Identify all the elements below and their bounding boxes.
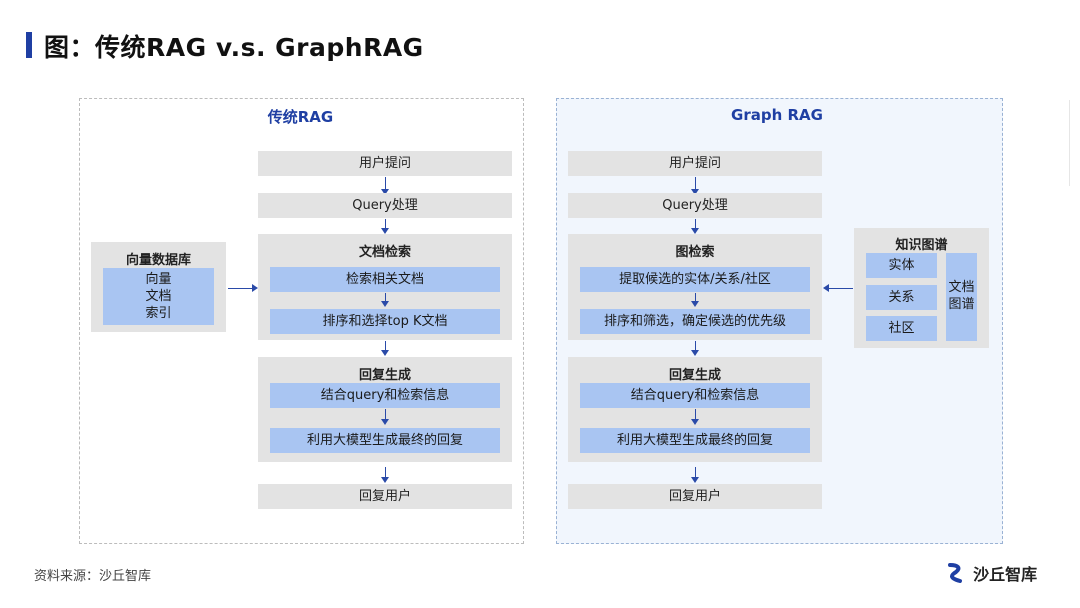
dune-logo-icon <box>948 563 962 583</box>
brand-logo: 沙丘智库 <box>946 561 1037 585</box>
right-graph-retrieval-title: 图检索 <box>675 245 715 260</box>
traditional-rag-title: 传统RAG <box>267 108 334 126</box>
kg-community-box: 社区 <box>866 316 937 341</box>
right-query-process-box: Query处理 <box>568 193 822 218</box>
right-retrieval-step-1: 提取候选的实体/关系/社区 <box>580 267 810 292</box>
right-retrieval-step-2: 排序和筛选，确定候选的优先级 <box>580 309 810 334</box>
knowledge-graph-title: 知识图谱 <box>895 238 948 253</box>
right-generation-step-1: 结合query和检索信息 <box>580 383 810 408</box>
left-query-process-box: Query处理 <box>258 193 512 218</box>
brand-logo-text: 沙丘智库 <box>973 565 1038 584</box>
left-reply-user-box: 回复用户 <box>258 484 512 509</box>
vector-db-title: 向量数据库 <box>125 253 191 268</box>
left-user-question-box: 用户提问 <box>258 151 512 176</box>
left-retrieval-step-2: 排序和选择top K文档 <box>270 309 500 334</box>
left-generation-step-1: 结合query和检索信息 <box>270 383 500 408</box>
graph-rag-title: Graph RAG <box>731 106 823 124</box>
page-title: 图：传统RAG v.s. GraphRAG <box>44 33 424 62</box>
kg-relation-box: 关系 <box>866 285 937 310</box>
title-accent-bar <box>26 32 32 58</box>
right-generation-step-2: 利用大模型生成最终的回复 <box>580 428 810 453</box>
vector-doc-index: 向量 文档 索引 <box>103 268 214 325</box>
edge-scroll-hint <box>1069 100 1080 186</box>
left-generation-step-2: 利用大模型生成最终的回复 <box>270 428 500 453</box>
kg-doc-graph-box: 文档 图谱 <box>946 253 977 341</box>
traditional-rag-panel <box>79 98 524 544</box>
left-retrieval-step-1: 检索相关文档 <box>270 267 500 292</box>
right-generation-title: 回复生成 <box>668 368 721 383</box>
source-note: 资料来源：沙丘智库 <box>34 569 152 584</box>
left-generation-title: 回复生成 <box>358 368 411 383</box>
kg-entity-box: 实体 <box>866 253 937 278</box>
left-doc-retrieval-title: 文档检索 <box>358 245 411 260</box>
right-user-question-box: 用户提问 <box>568 151 822 176</box>
right-reply-user-box: 回复用户 <box>568 484 822 509</box>
